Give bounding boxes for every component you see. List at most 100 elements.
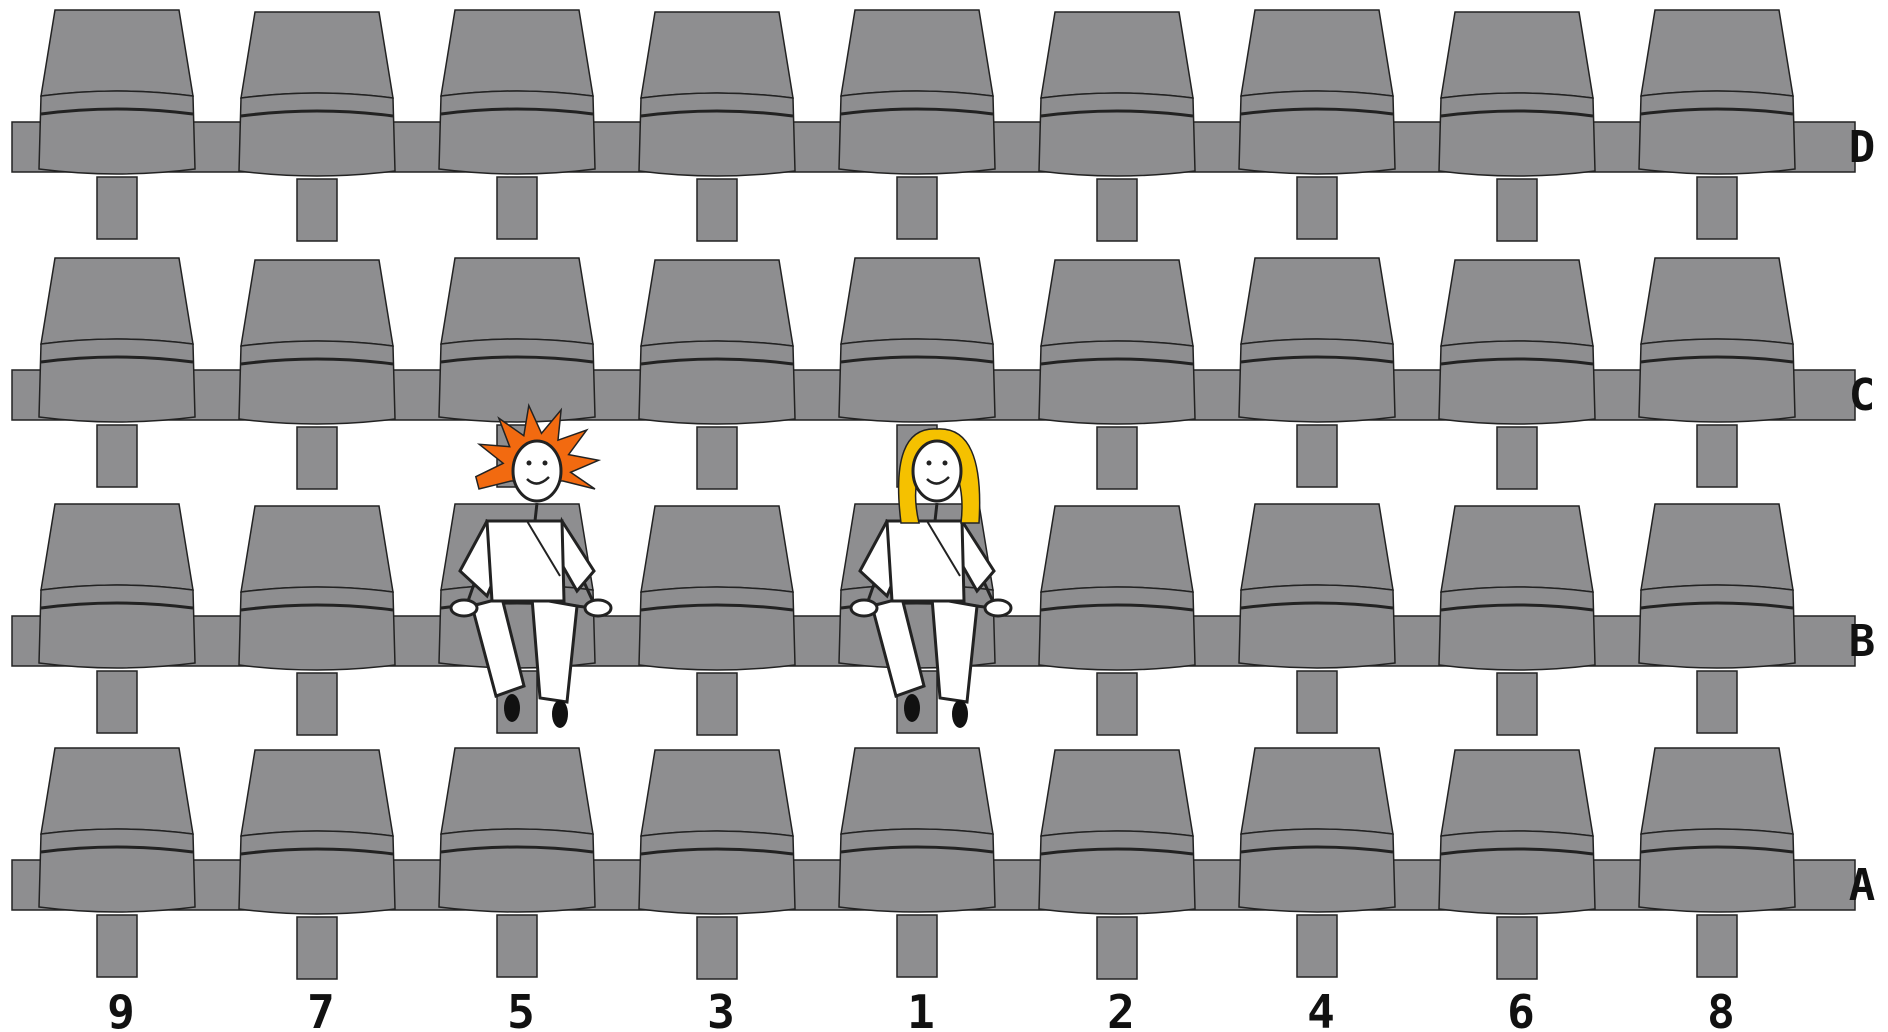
seat-stem (1697, 671, 1737, 733)
seat-back (1041, 506, 1193, 592)
right-hand (985, 600, 1011, 616)
row-label-A: A (1849, 860, 1876, 911)
seat-stem (497, 177, 537, 239)
row-label-C: C (1849, 370, 1876, 421)
seat-D8[interactable] (1639, 10, 1795, 239)
seat-D5[interactable] (439, 10, 595, 239)
seat-stem (1097, 917, 1137, 979)
seat-back (41, 258, 193, 344)
seat-B3[interactable] (639, 506, 795, 735)
column-label-6: 6 (1507, 985, 1535, 1032)
seat-cushion (39, 585, 195, 668)
seat-back (1241, 748, 1393, 834)
seat-back (841, 258, 993, 344)
seat-cushion (639, 93, 795, 176)
right-eye (943, 461, 948, 466)
seat-C2[interactable] (1039, 260, 1195, 489)
seat-back (1041, 12, 1193, 98)
torso (487, 521, 564, 601)
seat-back (1641, 10, 1793, 96)
seat-A9[interactable] (39, 748, 195, 977)
right-shoe (952, 700, 968, 728)
seat-cushion (639, 831, 795, 914)
seat-stem (1297, 671, 1337, 733)
seat-B4[interactable] (1239, 504, 1395, 733)
seat-A6[interactable] (1439, 750, 1595, 979)
column-label-1: 1 (907, 985, 935, 1032)
seat-stem (1697, 177, 1737, 239)
seat-B8[interactable] (1639, 504, 1795, 733)
seat-row-D (12, 10, 1855, 241)
seat-C8[interactable] (1639, 258, 1795, 487)
seat-cushion (1239, 91, 1395, 174)
seat-D2[interactable] (1039, 12, 1195, 241)
seat-C3[interactable] (639, 260, 795, 489)
seat-cushion (639, 587, 795, 670)
face (513, 441, 561, 501)
seat-cushion (1239, 585, 1395, 668)
seat-A5[interactable] (439, 748, 595, 977)
seat-A3[interactable] (639, 750, 795, 979)
seat-A2[interactable] (1039, 750, 1195, 979)
seat-cushion (1039, 341, 1195, 424)
seat-cushion (1439, 341, 1595, 424)
seat-stem (97, 177, 137, 239)
seat-D3[interactable] (639, 12, 795, 241)
seat-cushion (439, 829, 595, 912)
seat-stem (897, 177, 937, 239)
row-label-D: D (1849, 122, 1876, 173)
seat-stem (297, 917, 337, 979)
seat-cushion (839, 339, 995, 422)
seat-D9[interactable] (39, 10, 195, 239)
left-hand (451, 600, 477, 616)
seat-D6[interactable] (1439, 12, 1595, 241)
face (913, 441, 961, 501)
seat-cushion (839, 829, 995, 912)
seat-cushion (1439, 93, 1595, 176)
seat-D4[interactable] (1239, 10, 1395, 239)
seat-back (1241, 258, 1393, 344)
seat-cushion (1039, 587, 1195, 670)
seat-C6[interactable] (1439, 260, 1595, 489)
seat-B9[interactable] (39, 504, 195, 733)
seat-D1[interactable] (839, 10, 995, 239)
seat-back (441, 258, 593, 344)
seat-back (1641, 258, 1793, 344)
seat-back (641, 750, 793, 836)
seat-cushion (1639, 585, 1795, 668)
seat-A7[interactable] (239, 750, 395, 979)
seat-row-A (12, 748, 1855, 979)
seat-stem (97, 915, 137, 977)
seat-cushion (1039, 93, 1195, 176)
seat-A1[interactable] (839, 748, 995, 977)
seat-back (641, 12, 793, 98)
seat-cushion (1639, 829, 1795, 912)
seat-C9[interactable] (39, 258, 195, 487)
right-hand (585, 600, 611, 616)
seat-C7[interactable] (239, 260, 395, 489)
column-label-7: 7 (307, 985, 335, 1032)
seat-back (1441, 260, 1593, 346)
seat-A4[interactable] (1239, 748, 1395, 977)
column-label-2: 2 (1107, 985, 1135, 1032)
seat-stem (897, 915, 937, 977)
seat-back (1241, 504, 1393, 590)
seat-B7[interactable] (239, 506, 395, 735)
right-shoe (552, 700, 568, 728)
seat-cushion (239, 831, 395, 914)
seat-cushion (1239, 339, 1395, 422)
seat-back (241, 750, 393, 836)
seat-stem (697, 673, 737, 735)
seat-cushion (239, 93, 395, 176)
seat-stem (1097, 673, 1137, 735)
seat-A8[interactable] (1639, 748, 1795, 977)
left-shoe (904, 694, 920, 722)
seat-B2[interactable] (1039, 506, 1195, 735)
torso (887, 521, 964, 601)
seat-C4[interactable] (1239, 258, 1395, 487)
seat-back (641, 260, 793, 346)
seat-D7[interactable] (239, 12, 395, 241)
seat-B6[interactable] (1439, 506, 1595, 735)
